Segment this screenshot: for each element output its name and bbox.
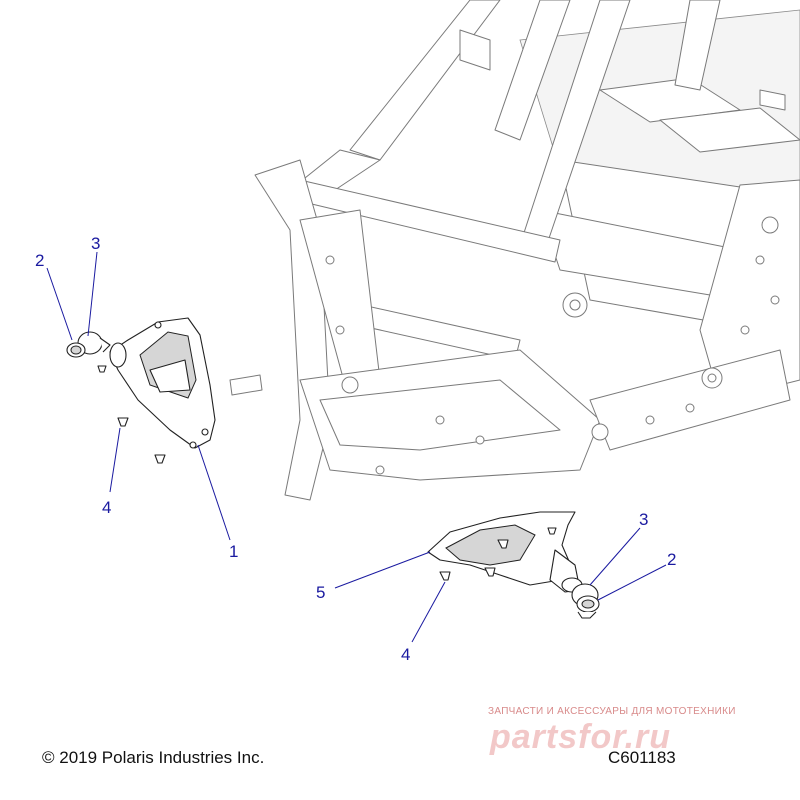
right-cap bbox=[576, 595, 600, 619]
left-fasteners bbox=[97, 365, 166, 464]
right-intake-duct bbox=[427, 511, 583, 593]
leader-lines bbox=[46, 251, 667, 643]
callout-2-left: 2 bbox=[35, 251, 44, 270]
callout-2-right: 2 bbox=[667, 550, 676, 569]
right-fasteners bbox=[439, 527, 557, 581]
vehicle-frame bbox=[229, 0, 800, 501]
callout-3-left: 3 bbox=[91, 234, 100, 253]
callout-3-right: 3 bbox=[639, 510, 648, 529]
callout-4-left: 4 bbox=[102, 498, 111, 517]
callout-5: 5 bbox=[316, 583, 325, 602]
callout-4-right: 4 bbox=[401, 645, 410, 664]
watermark-tagline: ЗАПЧАСТИ И АКСЕССУАРЫ ДЛЯ МОТОТЕХНИКИ bbox=[488, 706, 736, 717]
left-cap bbox=[66, 342, 86, 358]
left-intake-duct bbox=[109, 317, 216, 449]
callout-1: 1 bbox=[229, 542, 238, 561]
callout-labels: 2 3 4 1 3 2 5 4 bbox=[35, 234, 676, 664]
copyright-notice: © 2019 Polaris Industries Inc. bbox=[42, 748, 265, 767]
diagram-code: C601183 bbox=[608, 748, 676, 767]
watermark-logo: partsfor.ru bbox=[490, 718, 672, 756]
